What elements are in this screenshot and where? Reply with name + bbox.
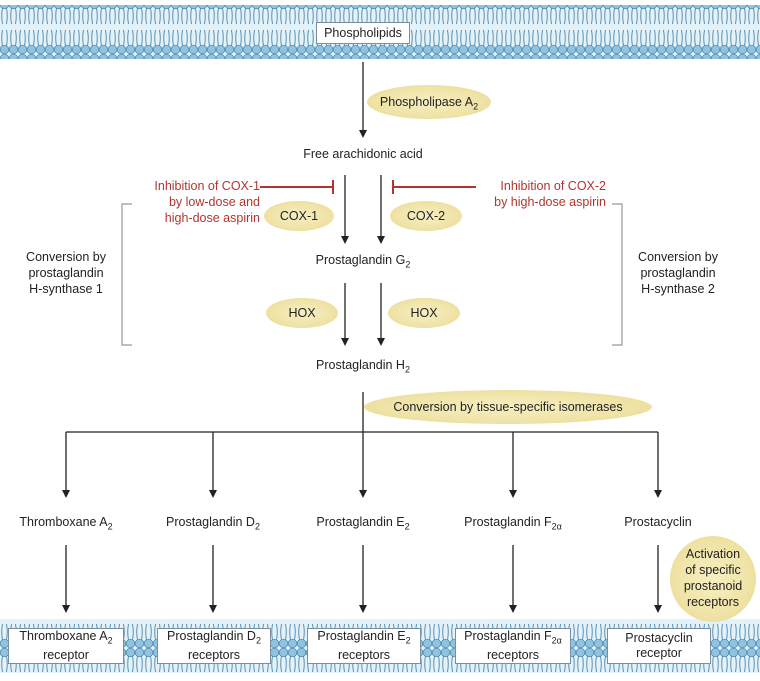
cox2-label: COX-2 bbox=[406, 209, 446, 223]
product-thromboxane-a2: Thromboxane A2 bbox=[19, 515, 113, 532]
enzyme-isomerases bbox=[364, 390, 652, 424]
isomerases-label: Conversion by tissue-specific isomerases bbox=[393, 400, 623, 414]
cox1-label: COX-1 bbox=[279, 209, 319, 223]
enzyme-phospholipase bbox=[367, 85, 491, 119]
phospholipids-text: Phospholipids bbox=[324, 25, 402, 40]
node-free-arachidonic-acid: Free arachidonic acid bbox=[303, 147, 423, 161]
hox-left-label: HOX bbox=[288, 306, 316, 320]
phospholipids-label: Phospholipids bbox=[316, 22, 410, 44]
activation-ellipse bbox=[670, 536, 756, 622]
receptor-prostaglandin-f2a: Prostaglandin F2α receptors bbox=[455, 628, 571, 664]
receptor-prostaglandin-e2: Prostaglandin E2 receptors bbox=[307, 628, 421, 664]
bracket-right bbox=[612, 203, 623, 346]
receptor-prostaglandin-d2: Prostaglandin D2 receptors bbox=[157, 628, 271, 664]
product-prostacyclin: Prostacyclin bbox=[624, 515, 692, 529]
bracket-left bbox=[121, 203, 132, 346]
enzyme-hox-left bbox=[266, 298, 338, 328]
node-prostaglandin-h2: Prostaglandin H2 bbox=[316, 358, 410, 375]
receptor-prostacyclin: Prostacyclin receptor bbox=[607, 628, 711, 664]
receptor-thromboxane-a2: Thromboxane A2 receptor bbox=[8, 628, 124, 664]
product-prostaglandin-e2: Prostaglandin E2 bbox=[316, 515, 410, 532]
node-prostaglandin-g2: Prostaglandin G2 bbox=[315, 253, 411, 270]
phospholipase-label: Phospholipase A2 bbox=[379, 95, 479, 112]
product-prostaglandin-f2a: Prostaglandin F2α bbox=[464, 515, 562, 532]
enzyme-hox-right bbox=[388, 298, 460, 328]
product-prostaglandin-d2: Prostaglandin D2 bbox=[166, 515, 260, 532]
hox-right-label: HOX bbox=[410, 306, 438, 320]
enzyme-cox1 bbox=[264, 201, 334, 231]
enzyme-cox2 bbox=[390, 201, 462, 231]
